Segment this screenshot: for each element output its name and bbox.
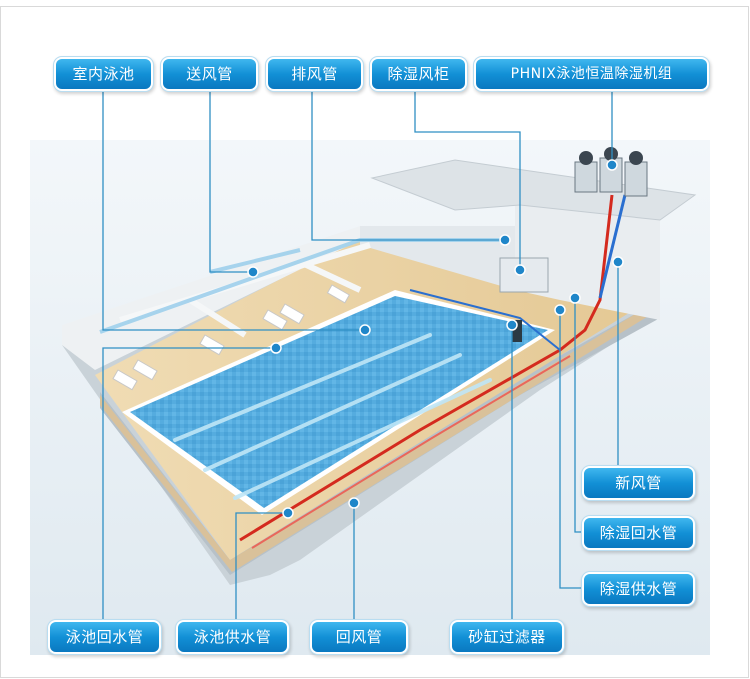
supply-pipe-lower — [251, 355, 571, 549]
supply-pipe — [239, 194, 614, 542]
roof-canopy — [370, 159, 697, 221]
return-pipe — [598, 194, 627, 299]
dehumid-cabinet-box — [499, 257, 549, 293]
label-phnix-unit: PHNIX泳池恒温除湿机组 — [476, 59, 707, 89]
label-dehumid-supply-pipe: 除湿供水管 — [584, 574, 693, 604]
label-dehumid-cabinet: 除湿风柜 — [372, 59, 465, 89]
label-dehumid-return-pipe: 除湿回水管 — [584, 518, 693, 548]
label-fresh-air-duct: 新风管 — [584, 468, 693, 498]
left-wall — [62, 226, 360, 370]
label-pool-return-pipe: 泳池回水管 — [50, 622, 159, 652]
lane-markings — [173, 333, 492, 500]
label-pool-supply-pipe: 泳池供水管 — [178, 622, 287, 652]
leader-lines — [102, 90, 619, 620]
plant-room-wall — [515, 200, 660, 320]
label-indoor-pool: 室内泳池 — [56, 59, 151, 89]
label-return-air-duct: 回风管 — [312, 622, 406, 652]
dehumidifier-units — [574, 147, 648, 197]
sand-filter-tank — [512, 320, 522, 342]
loungers — [112, 284, 351, 391]
callout-dots — [247, 159, 624, 519]
pool-pipe — [409, 289, 561, 351]
label-supply-duct: 送风管 — [163, 59, 256, 89]
partition-wall — [298, 259, 362, 293]
label-sand-filter: 砂缸过滤器 — [452, 622, 562, 652]
label-exhaust-duct: 排风管 — [268, 59, 361, 89]
partition-wall — [188, 297, 247, 338]
image-frame — [0, 6, 749, 678]
